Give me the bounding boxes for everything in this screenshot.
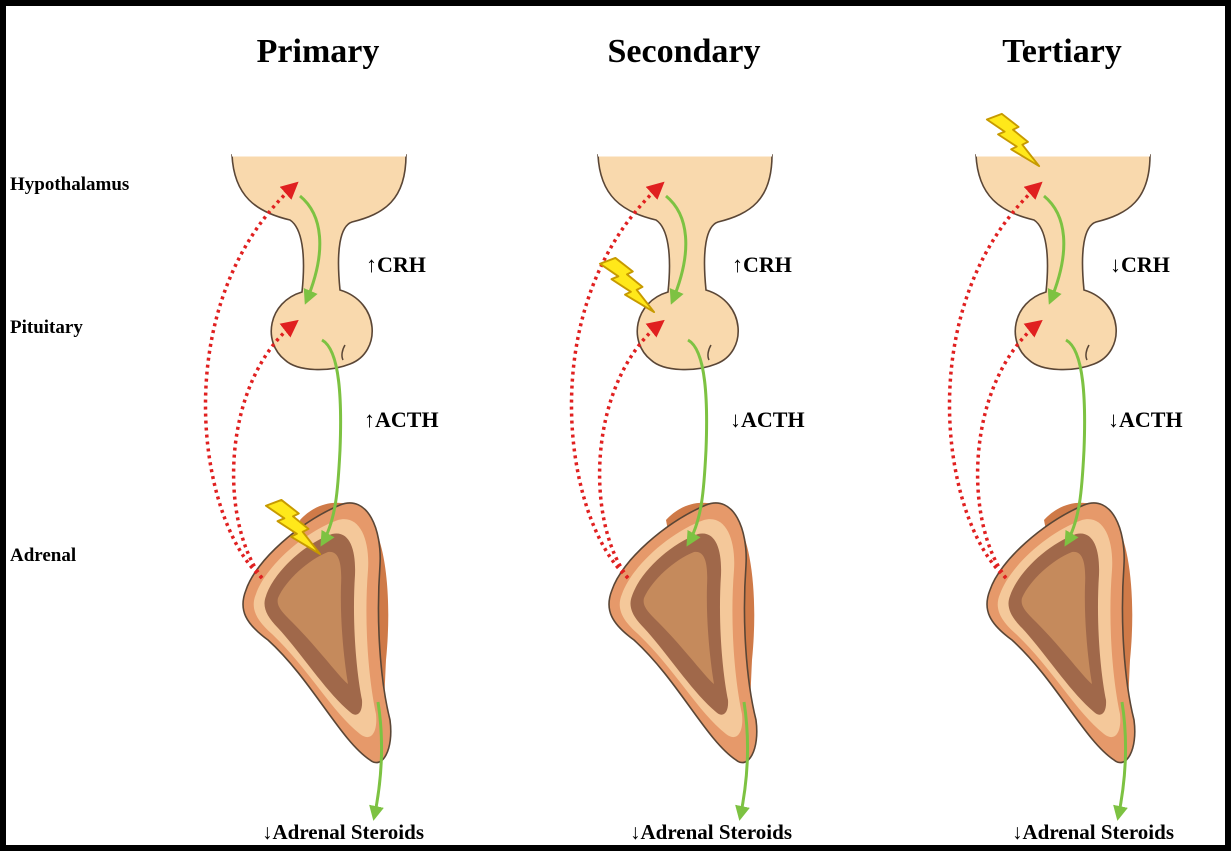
column-title: Primary: [257, 33, 380, 70]
crh-label: ↑CRH: [366, 252, 426, 277]
adrenal-steroids-label: ↓Adrenal Steroids: [262, 820, 424, 844]
adrenal-steroids-label: ↓Adrenal Steroids: [1012, 820, 1174, 844]
column-title: Tertiary: [1002, 33, 1122, 70]
adrenal-gland: [609, 503, 757, 763]
row-label-adrenal: Adrenal: [10, 545, 76, 566]
adrenal-gland: [987, 503, 1135, 763]
column-primary: Primary ↑CRH ↑ACTH ↓Adrenal Steroids: [205, 33, 438, 844]
acth-label: ↓ACTH: [1108, 407, 1183, 432]
adrenal-gland: [243, 503, 391, 763]
row-label-pituitary: Pituitary: [10, 317, 83, 338]
crh-label: ↓CRH: [1110, 252, 1170, 277]
column-tertiary: Tertiary ↓CRH ↓ACTH ↓Adrenal Steroids: [949, 33, 1182, 844]
acth-label: ↓ACTH: [730, 407, 805, 432]
acth-label: ↑ACTH: [364, 407, 439, 432]
column-secondary: Secondary ↑CRH ↓ACTH ↓Adrenal Steroids: [571, 33, 804, 844]
lightning-bolt-icon: [600, 258, 654, 312]
crh-label: ↑CRH: [732, 252, 792, 277]
adrenal-steroids-label: ↓Adrenal Steroids: [630, 820, 792, 844]
column-title: Secondary: [608, 33, 761, 70]
row-label-hypothalamus: Hypothalamus: [10, 174, 129, 195]
